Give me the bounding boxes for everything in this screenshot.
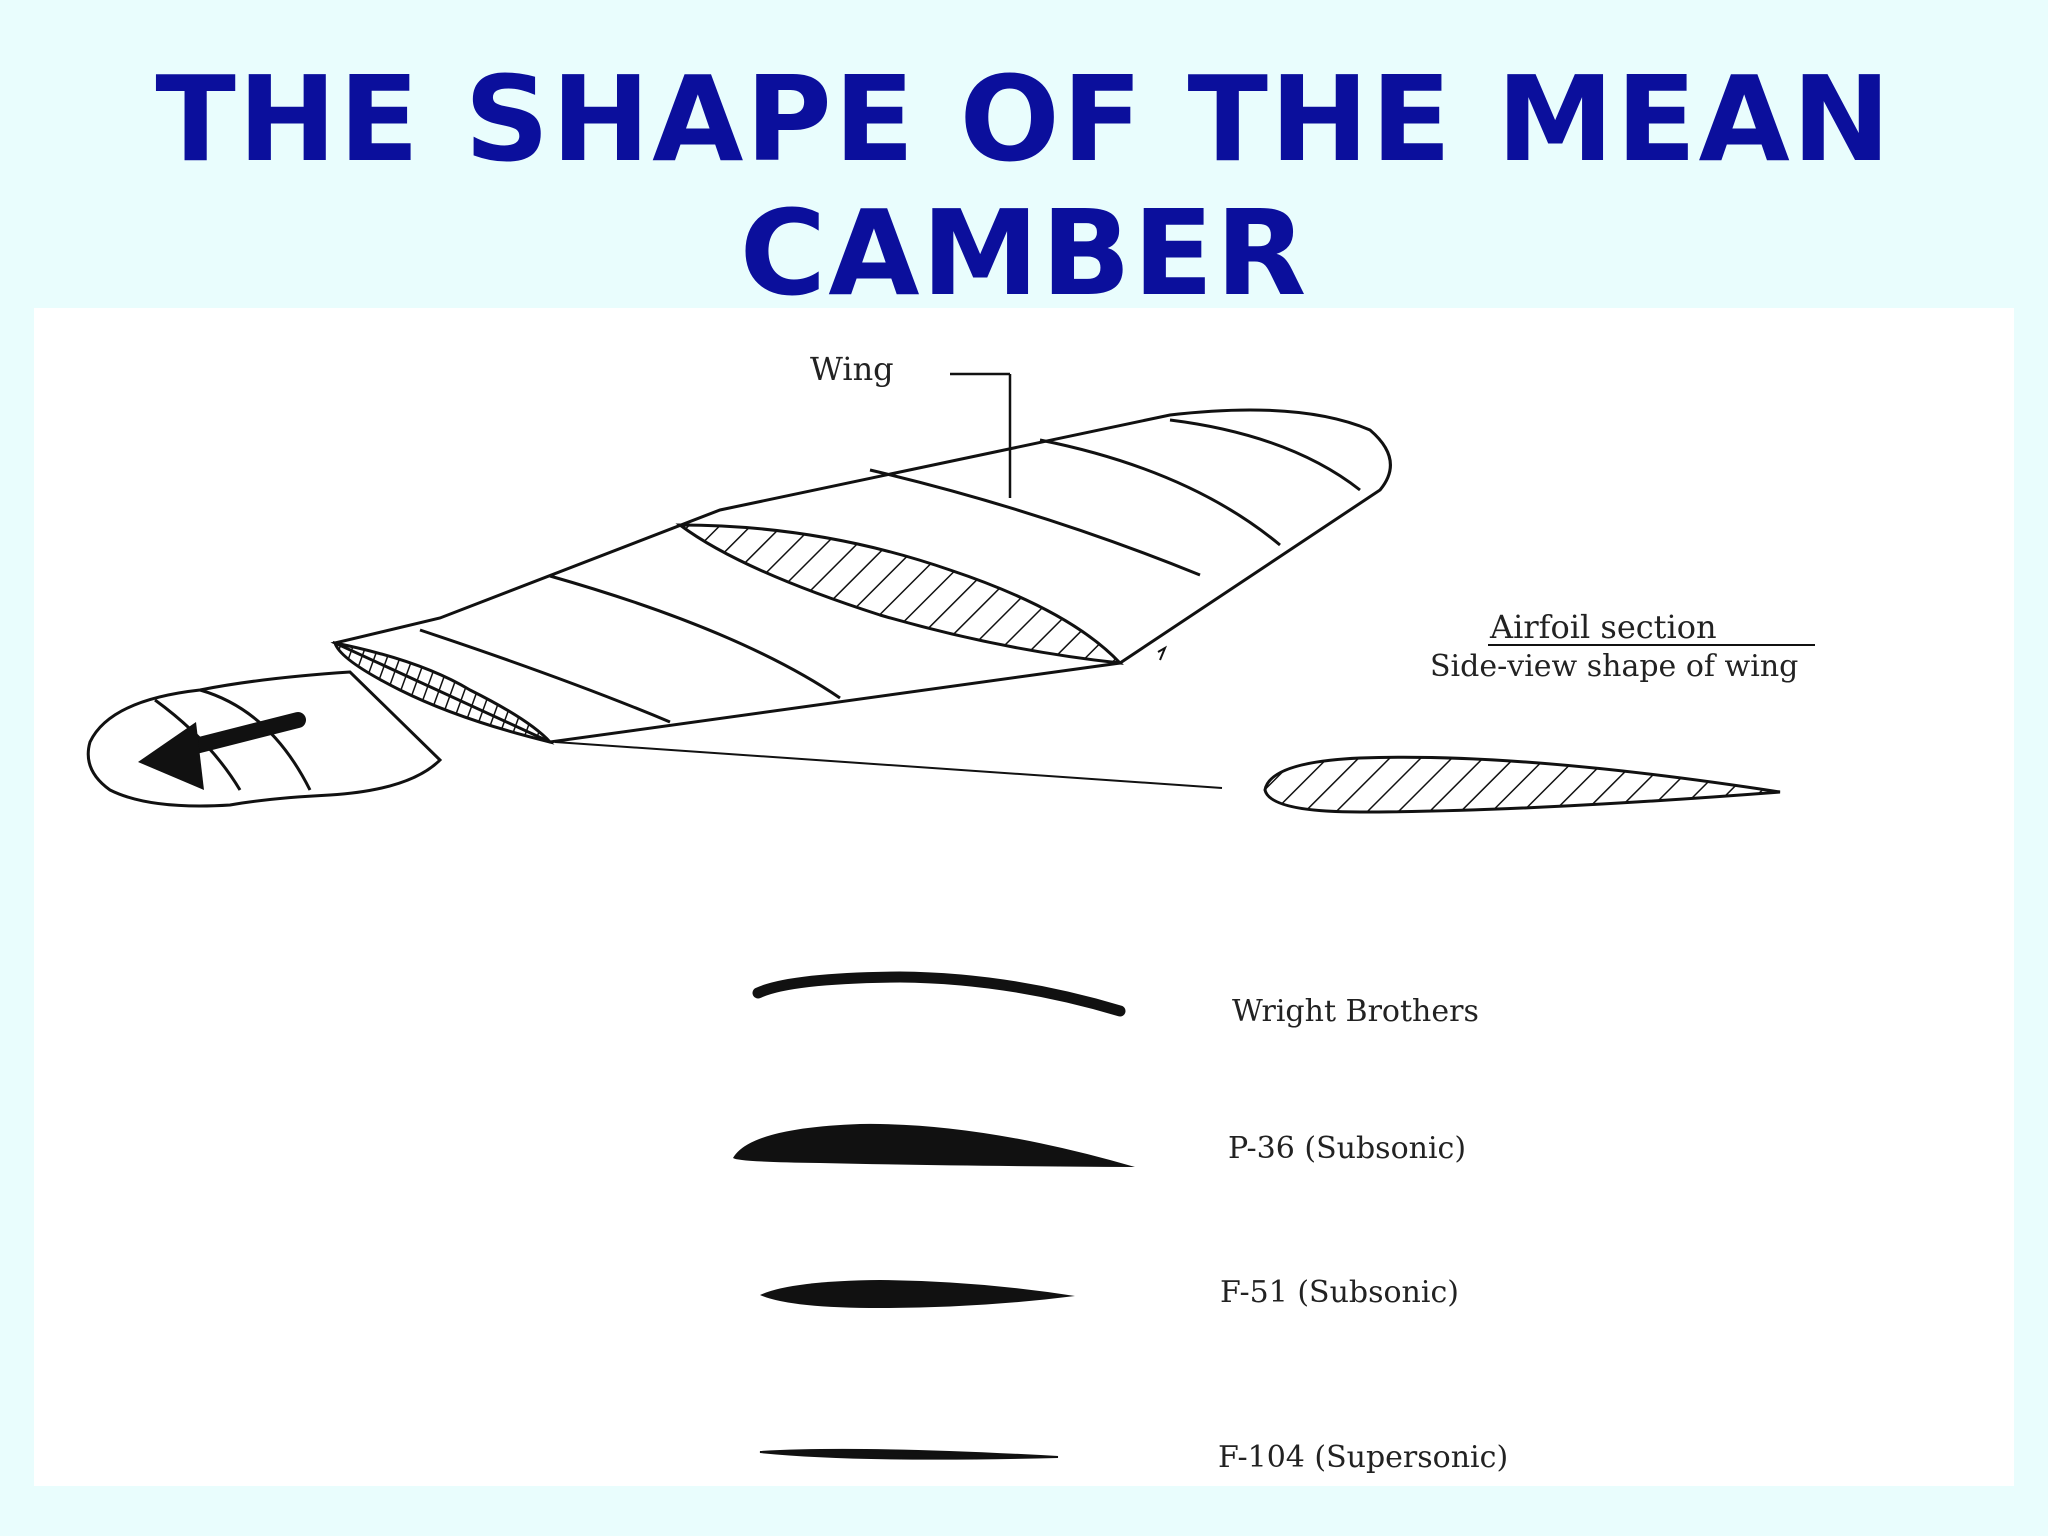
slide-title-line-2: CAMBER <box>739 184 1309 322</box>
airfoil-section-profile <box>1263 755 1781 814</box>
airfoil-profile-wright-brothers: Wright Brothers <box>752 971 1479 1029</box>
wing-planform <box>330 372 1392 745</box>
slide-title-line-1: THE SHAPE OF THE MEAN <box>155 50 1893 188</box>
airfoil-section-caption: Side-view shape of wing <box>1430 649 1798 684</box>
profile-label-f104: F-104 (Supersonic) <box>1218 1440 1508 1475</box>
airfoil-section-label: Airfoil section <box>1489 608 1717 646</box>
slide-title: THE SHAPE OF THE MEAN CAMBER <box>0 52 2048 320</box>
wing-leader-line <box>950 372 1012 498</box>
flight-direction-arrow-icon <box>138 712 306 790</box>
fuselage-section <box>86 670 443 808</box>
profile-label-wright-brothers: Wright Brothers <box>1232 994 1479 1029</box>
airfoil-profile-f51: F-51 (Subsonic) <box>760 1275 1459 1310</box>
profile-label-p36: P-36 (Subsonic) <box>1228 1131 1466 1166</box>
wing-label: Wing <box>810 350 894 388</box>
airfoil-section-callout: Airfoil section Side-view shape of wing <box>554 608 1815 814</box>
profile-label-f51: F-51 (Subsonic) <box>1220 1275 1459 1310</box>
airfoil-profile-p36: P-36 (Subsonic) <box>733 1123 1466 1167</box>
airfoil-profile-f104: F-104 (Supersonic) <box>759 1440 1508 1475</box>
